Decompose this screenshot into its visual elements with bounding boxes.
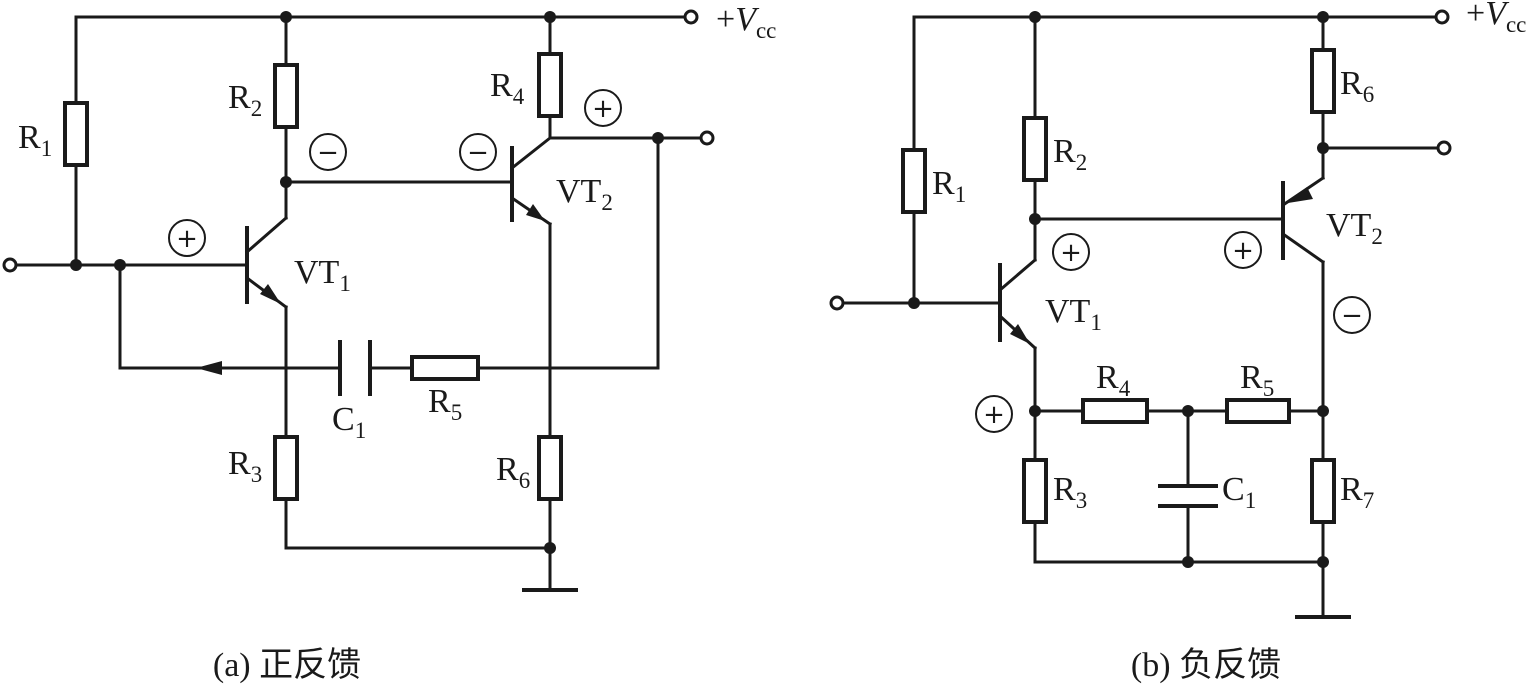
transistor-vt2 [509,135,553,227]
polarity-minus-vt1-collector: − [309,133,347,171]
junctions-b [908,11,1329,568]
resistor-r3 [273,435,299,501]
label-r2-b: R2 [1053,133,1087,175]
capacitor-c1 [1158,484,1218,508]
terminal-input-b [829,295,845,311]
label-c1-b: C1 [1222,471,1256,513]
label-r1-a: R1 [18,119,52,161]
label-vt1-b: VT1 [1045,293,1102,335]
transistor-vt1 [244,215,289,310]
svg-text:+: + [1232,236,1254,266]
resistor-r6 [537,435,563,501]
svg-text:+: + [1060,238,1082,268]
label-r3-a: R3 [228,445,262,487]
polarity-plus-vt1-emitter: + [975,395,1013,433]
terminal-output-b [1436,140,1452,156]
caption-b: (b) 负反馈 [1131,646,1281,684]
terminal-input-a [2,257,18,273]
junctions-a [70,11,664,554]
polarity-plus-vt1-base: + [168,219,206,257]
label-r5-b: R5 [1240,359,1274,401]
polarity-minus-vt2-collector: − [1333,296,1371,334]
label-r6-b: R6 [1340,65,1374,107]
circuit-b: + + − + +Vcc R1 R2 R3 R4 R5 R6 R7 C1 VT1… [829,0,1526,684]
label-r2-a: R2 [228,79,262,121]
resistor-r1 [63,101,89,167]
resistor-r5 [1225,398,1291,424]
label-r1-b: R1 [932,165,966,207]
transistor-vt2 [1280,175,1326,265]
capacitor-c1 [338,340,372,396]
resistor-r7 [1310,458,1336,524]
resistor-r2 [1022,116,1048,182]
label-r3-b: R3 [1053,471,1087,513]
polarity-plus-vt2-collector: + [584,89,622,127]
supply-label-b: +Vcc [1466,0,1526,37]
label-r4-a: R4 [490,67,525,109]
caption-a: (a) 正反馈 [213,646,361,684]
polarity-minus-vt2-base: − [459,133,497,171]
svg-text:+: + [592,94,614,124]
terminal-vcc-b [1434,9,1450,25]
label-vt2-b: VT2 [1326,207,1383,249]
resistor-r1 [901,148,927,214]
label-r4-b: R4 [1096,359,1131,401]
resistor-r4 [1081,398,1149,424]
resistor-r3 [1022,458,1048,524]
polarity-plus-vt2-base: + [1224,231,1262,269]
svg-text:+: + [983,400,1005,430]
terminal-output-a [699,130,715,146]
label-r7-b: R7 [1340,471,1374,513]
resistor-r4 [537,52,563,118]
svg-text:−: − [1341,301,1363,331]
svg-text:+: + [176,224,198,254]
transistor-vt1 [997,257,1038,351]
supply-label-a: +Vcc [716,1,776,43]
resistor-r5 [410,355,480,381]
svg-text:−: − [467,138,489,168]
wires-b [842,15,1440,619]
label-c1-a: C1 [332,401,366,443]
terminal-vcc-a [683,9,699,25]
label-vt2-a: VT2 [556,173,613,215]
label-r6-a: R6 [496,451,530,493]
circuit-a: + − − + +Vcc R1 R2 R3 R4 R5 R6 C1 VT1 VT… [2,1,776,684]
polarity-plus-vt1-collector: + [1052,233,1090,271]
label-vt1-a: VT1 [294,254,351,296]
resistor-r6 [1310,48,1336,114]
resistor-r2 [273,63,299,129]
label-r5-a: R5 [428,383,462,425]
svg-text:−: − [317,138,339,168]
feedback-arrow [196,361,222,375]
